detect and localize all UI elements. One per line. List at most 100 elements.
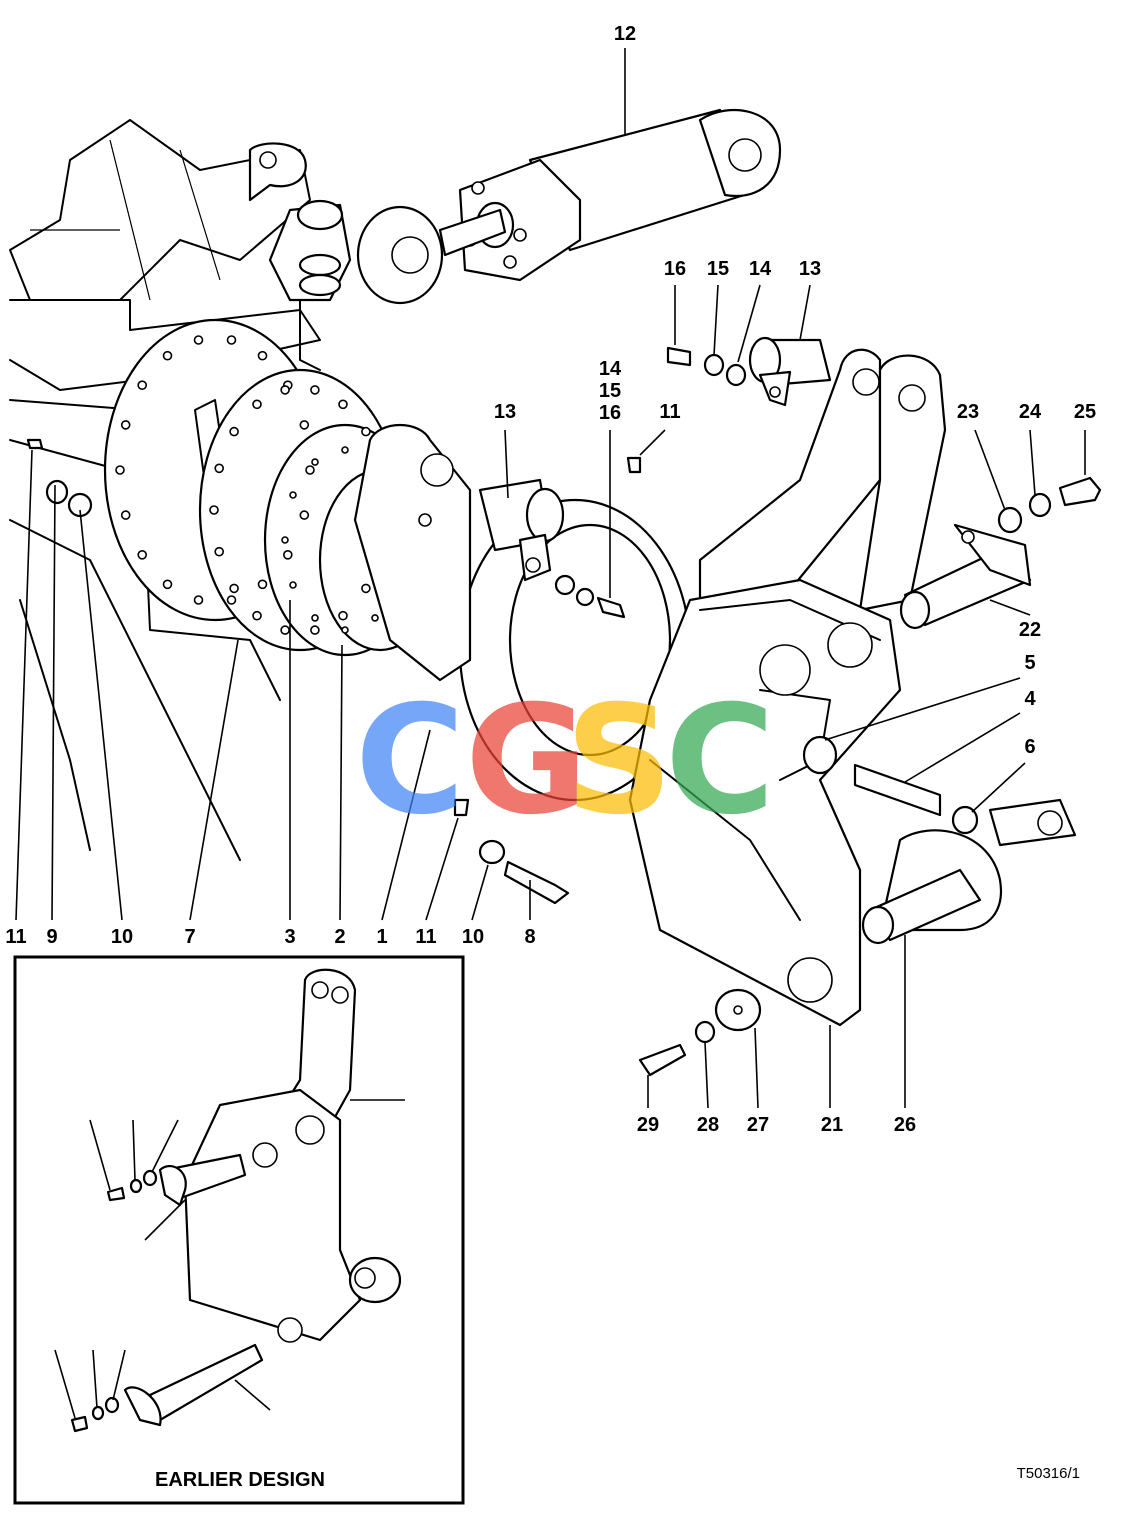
bolt-hole (310, 625, 320, 635)
bolt-hole (137, 549, 147, 560)
callout-12: 12 (614, 23, 636, 45)
hydraulic-cylinder (356, 108, 782, 305)
watermark-letter: G (465, 674, 588, 848)
leader-lines (15, 48, 1086, 1109)
callout-11: 11 (5, 926, 26, 948)
callout-13: 13 (799, 258, 821, 280)
bolt-hole (257, 350, 268, 361)
bolt-hole (162, 350, 173, 361)
callout-25: 25 (1074, 401, 1096, 423)
inset-title: EARLIER DESIGN (155, 1469, 325, 1491)
bolt-hole (311, 614, 319, 622)
callout-15: 15 (599, 380, 621, 402)
callout-10: 10 (111, 926, 133, 948)
callout-28: 28 (697, 1114, 719, 1136)
bolt-hole (120, 510, 131, 520)
bolt-hole (305, 465, 315, 475)
pin-22 (899, 523, 1032, 630)
pin-top (748, 336, 832, 407)
callout-3: 3 (284, 926, 295, 948)
callout-11: 11 (659, 401, 680, 423)
fasteners-8-10 (478, 839, 570, 905)
callout-26: 26 (894, 1114, 916, 1136)
bolt-hole (214, 546, 224, 557)
bolt-hole (289, 581, 297, 589)
fasteners-top (666, 346, 747, 387)
bolt-hole (209, 505, 219, 515)
bolt-hole (310, 385, 320, 395)
bolt-hole (341, 446, 349, 454)
callout-10: 10 (462, 926, 484, 948)
callout-29: 29 (637, 1114, 659, 1136)
bolt-hole (193, 335, 204, 345)
watermark-letter: C (355, 674, 465, 848)
callout-27: 27 (747, 1114, 769, 1136)
bolt-hole (137, 380, 147, 391)
bolt-hole (226, 595, 237, 605)
bolt-hole (252, 399, 262, 410)
bolt-hole (289, 491, 297, 499)
callout-14: 14 (749, 258, 772, 280)
bolt-hole (226, 335, 237, 345)
top-link-arm (698, 348, 947, 612)
earlier-design-inset: EARLIER DESIGN (13, 955, 465, 1505)
pin-middle (478, 478, 565, 582)
stud-assembly (802, 735, 979, 835)
bolt-hole (252, 610, 262, 621)
callout-5: 5 (1024, 652, 1035, 674)
callout-21: 21 (821, 1114, 843, 1136)
bolt-hole (338, 610, 348, 621)
bolt-hole (257, 579, 268, 590)
bolt-hole (280, 625, 290, 635)
bolt-hole (162, 579, 173, 590)
bolt-hole (371, 614, 379, 622)
bolt-hole (299, 510, 310, 520)
callout-1: 1 (376, 926, 387, 948)
fasteners-middle (554, 574, 626, 619)
cylinder-bracket (353, 423, 472, 682)
bolt-hole (214, 463, 224, 474)
bolt-hole (361, 426, 371, 437)
fasteners-left (26, 438, 642, 817)
chassis-frame (9, 119, 321, 861)
fasteners-27-29 (638, 988, 762, 1077)
bolt-hole (229, 426, 239, 437)
callout-22: 22 (1019, 619, 1041, 641)
callout-23: 23 (957, 401, 979, 423)
pin-26 (861, 798, 1077, 945)
bolt-hole (120, 420, 131, 430)
watermark: C G S C (355, 674, 775, 848)
callout-13: 13 (494, 401, 516, 423)
fasteners-23-25 (997, 476, 1102, 534)
callout-8: 8 (524, 926, 535, 948)
figure-reference: T50316/1 (1017, 1465, 1080, 1482)
bolt-hole (299, 420, 310, 430)
callout-7: 7 (184, 926, 195, 948)
bolt-hole (229, 583, 239, 594)
watermark-letter: S (565, 674, 673, 848)
bolt-hole (282, 549, 293, 560)
callout-24: 24 (1019, 401, 1042, 423)
callout-9: 9 (46, 926, 57, 948)
callout-14: 14 (599, 358, 622, 380)
callout-6: 6 (1024, 736, 1035, 758)
watermark-letter: C (665, 674, 775, 848)
bolt-hole (361, 583, 371, 594)
main-bracket (628, 578, 902, 1027)
callout-4: 4 (1024, 688, 1036, 710)
callout-16: 16 (599, 402, 621, 424)
bolt-hole (338, 399, 348, 410)
callout-11: 11 (415, 926, 436, 948)
bolt-hole (341, 626, 349, 634)
callout-2: 2 (334, 926, 345, 948)
bolt-hole (115, 465, 125, 475)
bolt-hole (311, 458, 319, 466)
link-mechanism (248, 142, 352, 371)
bolt-hole (281, 536, 289, 544)
callout-15: 15 (707, 258, 729, 280)
bolt-hole (280, 385, 290, 395)
bolt-hole (193, 595, 204, 605)
callout-16: 16 (664, 258, 686, 280)
axle-flange-assembly (103, 318, 442, 657)
